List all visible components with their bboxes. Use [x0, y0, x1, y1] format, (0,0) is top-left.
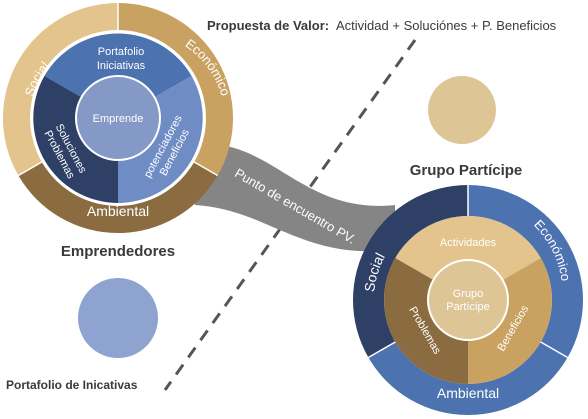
left-outer-ambiental-label: Ambiental [87, 203, 149, 219]
right-wheel: Social Económico Ambiental Actividades P… [352, 185, 584, 416]
emprendedores-label: Emprendedores [61, 243, 175, 260]
right-inner-actividades-label: Actividades [440, 237, 497, 249]
grupo-participe-label: Grupo Partícipe [410, 162, 523, 179]
right-sep-line [540, 341, 568, 359]
left-inner-portafolio-label: Portafolio [98, 46, 144, 58]
grupo-participe-circle [428, 76, 496, 144]
right-center-circle [427, 259, 509, 341]
right-center-label-2: Partícipe [446, 301, 489, 313]
portafolio-circle [78, 278, 158, 358]
left-wheel: Social Económico Ambiental Portafolio In… [2, 2, 233, 234]
left-sep-line [18, 159, 45, 177]
left-inner-portafolio-label-2: Iniciativas [97, 60, 146, 72]
right-sep-line [368, 341, 396, 359]
right-center-label: Grupo [453, 288, 484, 300]
right-outer-ambiental-label: Ambiental [437, 385, 499, 401]
left-sep-line [191, 159, 218, 177]
header-title: Propuesta de Valor: Actividad + Solución… [207, 18, 557, 33]
portafolio-label: Portafolio de Inicativas [6, 378, 138, 392]
right-inner-actividades [395, 216, 541, 300]
bridge-connector [195, 144, 395, 252]
left-center-label: Emprende [93, 113, 144, 125]
left-center-circle [75, 75, 161, 161]
